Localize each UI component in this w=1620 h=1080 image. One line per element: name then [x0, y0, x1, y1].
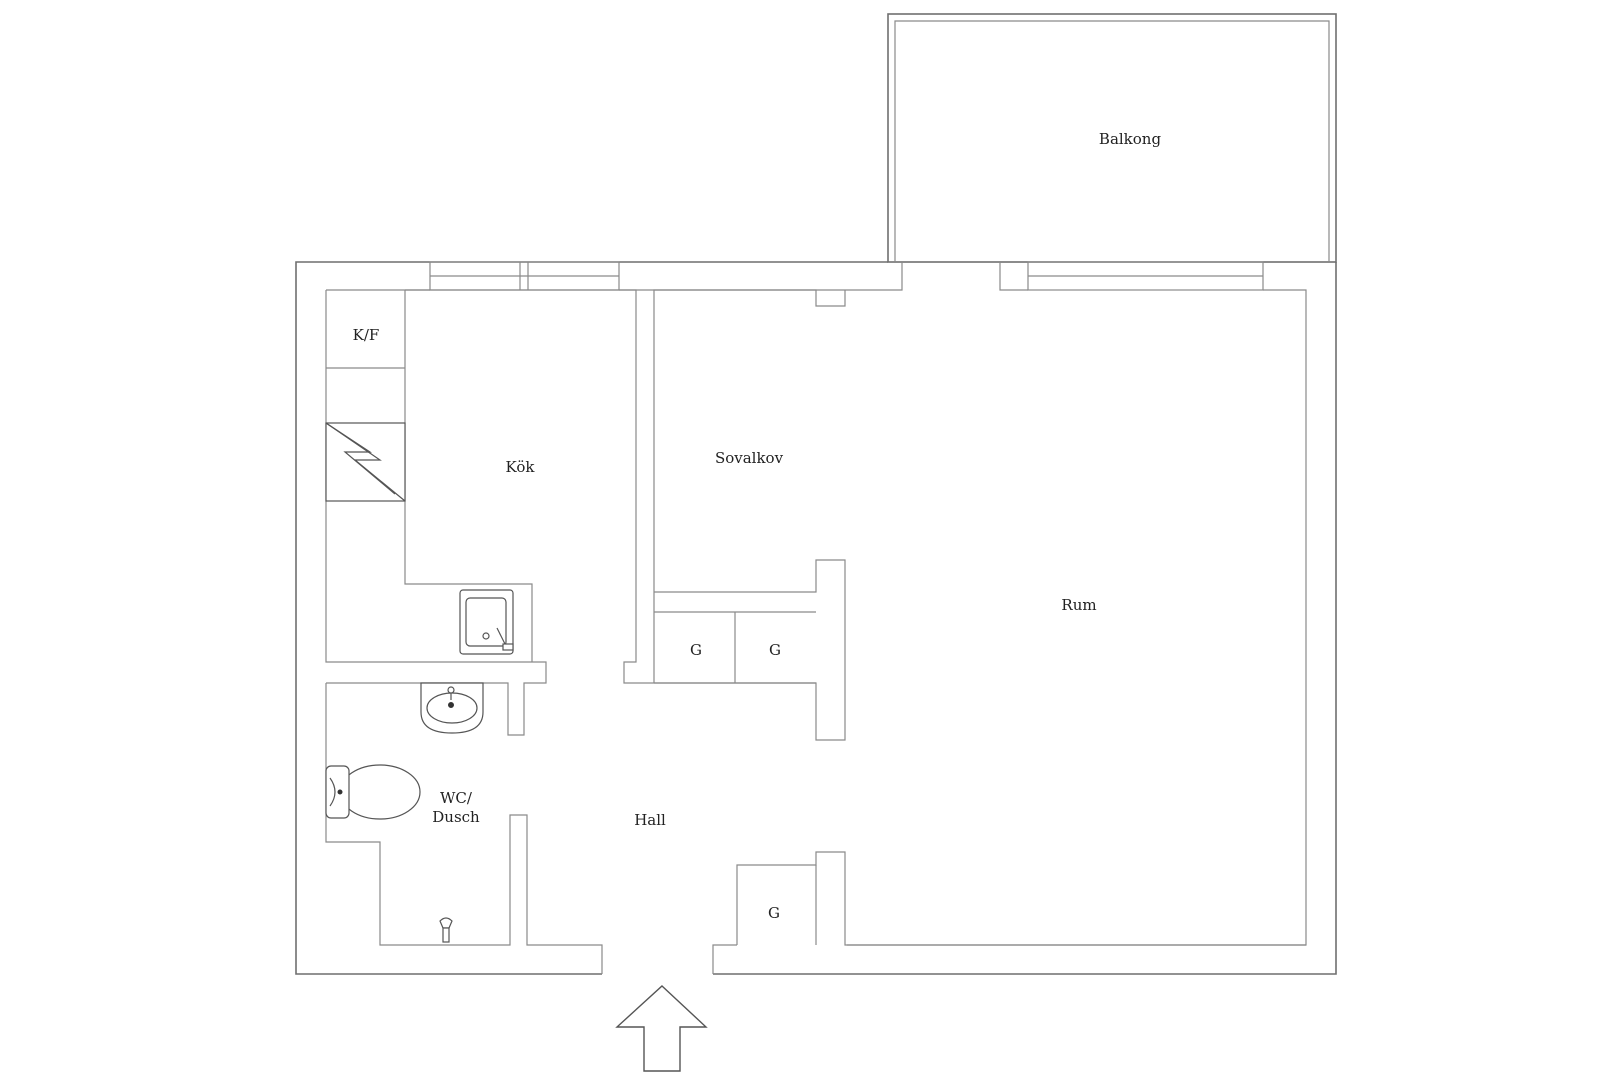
bathroom-washbasin [420, 682, 484, 734]
room-label-balkong: Balkong [1099, 130, 1162, 148]
room-label-kf: K/F [353, 326, 380, 344]
room-label-hall: Hall [634, 811, 666, 829]
room-label-closet-3: G [768, 904, 780, 922]
entrance-arrow-icon [615, 985, 708, 1072]
room-label-rum: Rum [1061, 596, 1096, 614]
kitchen-stove [325, 422, 406, 502]
kitchen-sink [459, 589, 514, 655]
bathroom-toilet [325, 764, 421, 820]
room-label-wc: WC/ [440, 789, 473, 807]
room-label-dusch: Dusch [432, 808, 480, 826]
living-room-walls [736, 851, 1306, 946]
windows [429, 261, 1264, 291]
kitchen-walls [325, 289, 654, 736]
room-label-kok: Kök [506, 458, 536, 476]
room-label-closet-2: G [769, 641, 781, 659]
bedroom-walls [653, 289, 846, 741]
room-label-closet-1: G [690, 641, 702, 659]
room-label-sovalkov: Sovalkov [715, 449, 784, 467]
bathroom-shower-head [439, 917, 453, 943]
